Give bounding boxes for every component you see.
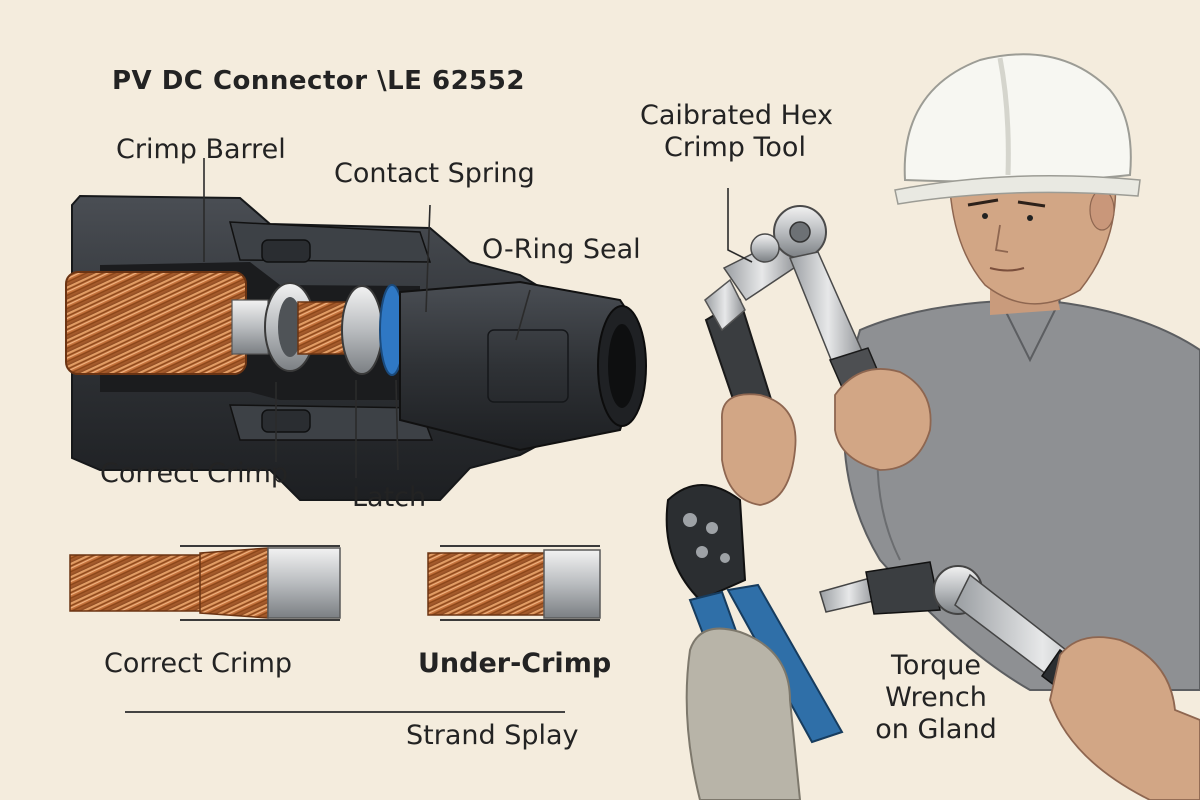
hex-tool-line1: Caibrated Hex [640, 100, 834, 131]
under-crimp-sample [427, 545, 601, 621]
label-crimp-barrel: Crimp Barrel [116, 134, 286, 165]
gloved-hand [685, 627, 802, 800]
label-hex-crimp-tool: Caibrated Hex Crimp Tool [640, 100, 834, 164]
label-torque-wrench: Torque Wrench on Gland [866, 650, 1006, 746]
label-correct-crimp-top: Correct Crimp [100, 458, 289, 489]
torque-line2: Wrench [885, 681, 987, 713]
label-oring-seal: O-Ring Seal [482, 234, 641, 265]
label-correct-crimp-bottom: Correct Crimp [104, 648, 293, 679]
diagram-title: PV DC Connector \LE 62552 [112, 66, 525, 96]
torque-line1: Torque [891, 650, 981, 681]
label-under-crimp: Under-Crimp [418, 648, 612, 679]
correct-crimp-sample [69, 545, 341, 621]
hex-tool-leader [727, 188, 753, 263]
label-contact-spring: Contact Spring [334, 158, 535, 189]
hex-tool-line2: Crimp Tool [664, 131, 806, 163]
oring-seal-leader [515, 289, 531, 341]
left-hand [721, 393, 797, 506]
right-hand [834, 368, 932, 471]
connector-cutaway-icon [65, 194, 647, 501]
worker-hand-wrench [1049, 636, 1200, 800]
seal-leader [395, 379, 399, 471]
label-strand-splay: Strand Splay [406, 720, 579, 751]
label-latch: Latch [352, 482, 427, 513]
contact-spring-leader [425, 204, 431, 313]
torque-line3: on Gland [875, 713, 997, 745]
